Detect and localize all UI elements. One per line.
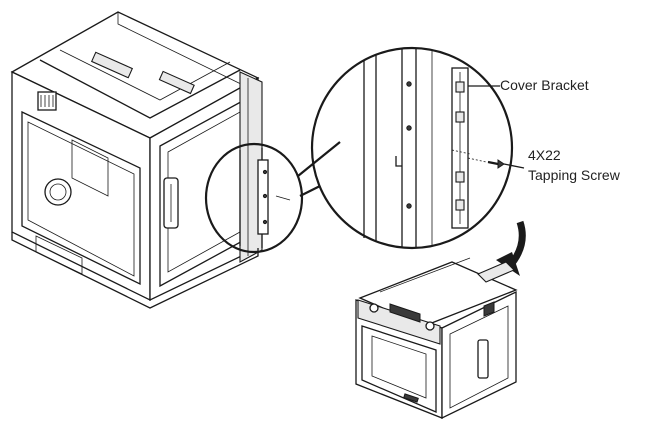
label-screw-size: 4X22 xyxy=(528,147,561,163)
oven-assembled-small xyxy=(355,257,518,420)
oven-body-large xyxy=(10,11,263,309)
label-cover-bracket: Cover Bracket xyxy=(500,77,589,93)
callout-connector-lower xyxy=(299,185,321,197)
detail-circle-small xyxy=(204,142,304,254)
detail-circle-magnified xyxy=(310,46,525,250)
vent-grille xyxy=(37,91,57,111)
callout-connector xyxy=(297,141,341,177)
label-screw-name: Tapping Screw xyxy=(528,167,621,183)
tapping-screw xyxy=(487,159,505,169)
